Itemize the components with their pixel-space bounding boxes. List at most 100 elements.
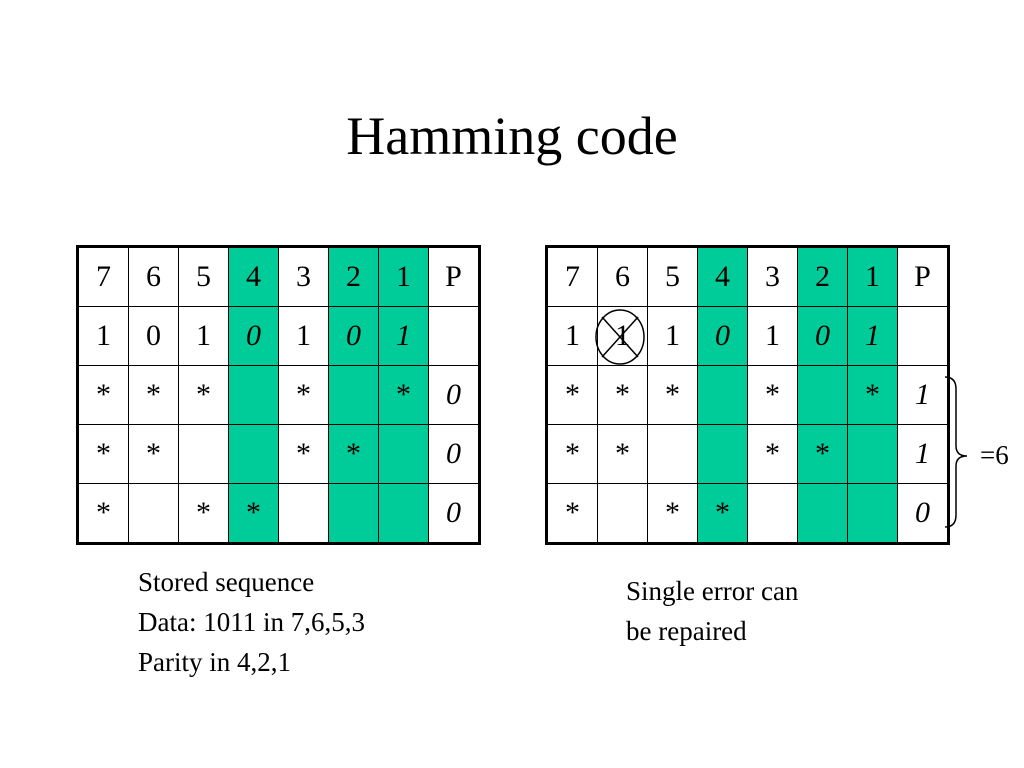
syndrome-result-label: =6 [980,440,1009,470]
bit-cell: * [697,483,748,544]
bit-cell: 0 [428,483,480,544]
bit-cell [178,424,229,484]
bit-cell: 0 [328,306,379,366]
bit-cell [797,365,848,425]
bit-cell: * [278,424,329,484]
bit-cell: * [128,424,179,484]
bit-row: ***0 [546,483,949,544]
caption-line: Stored sequence [138,567,315,597]
caption-line: Data: 1011 in 7,6,5,3 [138,607,365,637]
bit-cell: 0 [128,306,179,366]
bit-position-cell: P [428,246,480,307]
bit-cell: * [77,424,129,484]
bit-cell [697,424,748,484]
slide-title: Hamming code [346,106,678,166]
bit-cell: * [228,483,279,544]
bit-cell: * [647,483,698,544]
bit-position-cell: 7 [77,246,129,307]
bit-cell: * [77,483,129,544]
bit-cell [328,483,379,544]
bit-cell [378,483,429,544]
bit-position-cell: 4 [697,246,748,307]
bit-cell: * [178,365,229,425]
repair-caption: Single error can be repaired [626,571,798,651]
bit-cell: * [847,365,898,425]
bit-cell [597,483,648,544]
bit-cell [847,424,898,484]
bit-cell: * [378,365,429,425]
bit-cell [378,424,429,484]
stored-sequence-caption: Stored sequence Data: 1011 in 7,6,5,3 Pa… [138,562,365,682]
bit-cell: * [597,424,648,484]
bit-cell [647,424,698,484]
bit-cell: 0 [428,365,480,425]
bit-cell: 0 [797,306,848,366]
bit-cell [897,306,949,366]
bit-position-cell: 6 [597,246,648,307]
bit-cell: * [546,365,598,425]
bit-cell: 0 [228,306,279,366]
bit-cell: 1 [278,306,329,366]
bit-row: *****0 [77,365,480,425]
bit-position-cell: 4 [228,246,279,307]
bit-cell: 1 [897,424,949,484]
bit-cell: * [77,365,129,425]
bit-position-cell: 3 [278,246,329,307]
bit-cell [847,483,898,544]
bit-cell [328,365,379,425]
bit-cell: * [328,424,379,484]
bit-cell: 1 [378,306,429,366]
bit-cell: 1 [897,365,949,425]
bit-cell: 1 [747,306,798,366]
bit-cell: * [278,365,329,425]
bit-cell: 1 [77,306,129,366]
bit-position-cell: 2 [328,246,379,307]
bit-cell [278,483,329,544]
bit-cell: * [747,424,798,484]
bit-row: ****1 [546,424,949,484]
bit-row: ***0 [77,483,480,544]
bit-cell: * [546,424,598,484]
caption-line: be repaired [626,616,747,646]
bit-cell [797,483,848,544]
bit-cell [697,365,748,425]
bit-cell: 1 [647,306,698,366]
caption-line: Single error can [626,576,799,606]
bit-cell: 0 [428,424,480,484]
bit-cell: * [178,483,229,544]
bit-cell: * [128,365,179,425]
bit-position-cell: P [897,246,949,307]
bit-row: ****0 [77,424,480,484]
bit-position-cell: 1 [847,246,898,307]
bit-position-cell: 5 [178,246,229,307]
bit-cell: 1 [847,306,898,366]
bit-cell [428,306,480,366]
bit-cell: 1 [597,306,648,366]
bit-position-cell: 1 [378,246,429,307]
bit-cell: 0 [897,483,949,544]
bit-cell: * [747,365,798,425]
bit-cell [228,365,279,425]
bit-cell: 0 [697,306,748,366]
bit-cell: * [797,424,848,484]
bit-cell: * [647,365,698,425]
bit-cell [228,424,279,484]
bit-cell: 1 [178,306,229,366]
caption-line: Parity in 4,2,1 [138,647,291,677]
bit-cell [747,483,798,544]
bit-cell: * [597,365,648,425]
bit-position-cell: 6 [128,246,179,307]
bit-cell: 1 [546,306,598,366]
bit-cell [128,483,179,544]
bit-position-cell: 7 [546,246,598,307]
bit-position-cell: 5 [647,246,698,307]
bit-cell: * [546,483,598,544]
bit-position-cell: 2 [797,246,848,307]
bit-position-cell: 3 [747,246,798,307]
